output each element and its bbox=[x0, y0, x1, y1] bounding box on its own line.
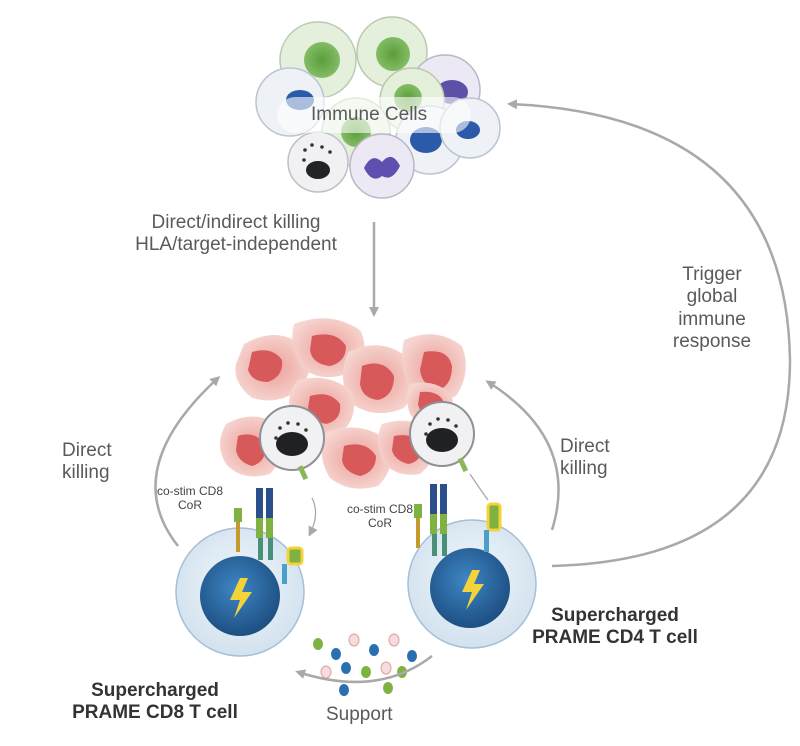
cd4-t-cell bbox=[407, 484, 537, 649]
direct-indirect-killing-label: Direct/indirect killing HLA/target-indep… bbox=[135, 212, 337, 256]
arrow-trigger-global bbox=[507, 99, 792, 568]
antigen-presenting-cell-left bbox=[259, 405, 325, 481]
arrows bbox=[154, 99, 792, 684]
costim-cd8-cor-left-label: co-stim CD8 CoR bbox=[156, 484, 223, 513]
support-label: Support bbox=[326, 704, 393, 725]
antigen-presenting-cell-right bbox=[409, 401, 475, 473]
arrow-apc-left bbox=[308, 497, 318, 537]
arrow-apc-right bbox=[469, 473, 489, 501]
cd4-t-cell-label: Supercharged PRAME CD4 T cell bbox=[532, 605, 698, 649]
lightning-icon bbox=[230, 578, 252, 618]
arrow-direct-killing-right bbox=[485, 380, 560, 531]
direct-killing-right-label: Direct killing bbox=[560, 436, 610, 480]
cd8-t-cell-label: Supercharged PRAME CD8 T cell bbox=[72, 680, 238, 724]
cd8-t-cell bbox=[175, 488, 305, 657]
trigger-global-immune-response-label: Trigger global immune response bbox=[672, 264, 752, 353]
costim-cd8-cor-right-label: co-stim CD8 CoR bbox=[346, 502, 413, 531]
direct-killing-left-label: Direct killing bbox=[62, 440, 112, 484]
lightning-icon bbox=[462, 570, 484, 610]
arrow-support bbox=[295, 655, 433, 684]
cytokine-dots bbox=[313, 633, 417, 696]
immune-cells-cluster bbox=[255, 16, 501, 199]
immune-cells-label: Immune Cells bbox=[311, 104, 428, 125]
arrow-direct-killing-left bbox=[154, 375, 221, 547]
